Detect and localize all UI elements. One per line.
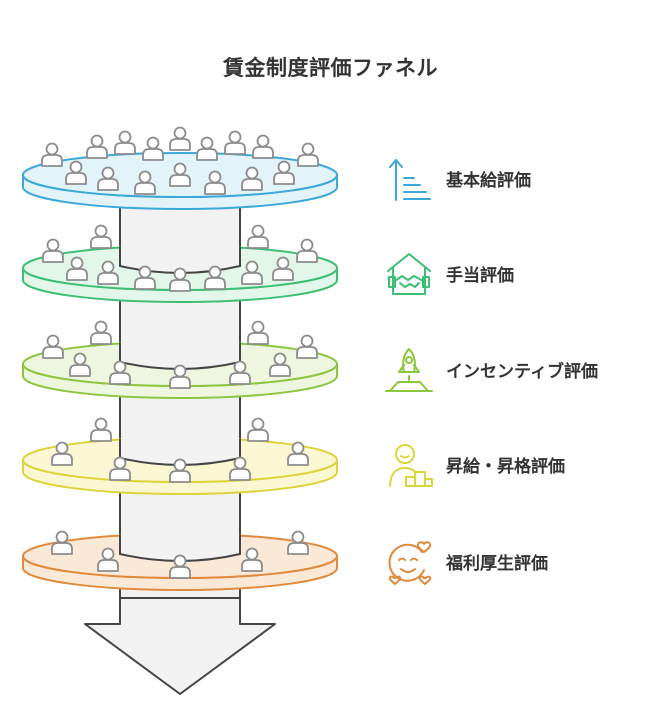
person-icon (247, 417, 269, 442)
person-icon (42, 238, 64, 263)
person-icon (51, 441, 73, 466)
person-icon (51, 530, 73, 555)
person-icon (169, 554, 191, 579)
funnel-disc-2 (22, 224, 338, 303)
diagram-title: 賃金制度評価ファネル (223, 56, 438, 80)
person-icon (273, 160, 295, 185)
growth-arrow-icon (389, 158, 431, 201)
person-icon (109, 360, 131, 385)
person-icon (252, 134, 274, 159)
person-icon (247, 320, 269, 345)
person-icon (296, 238, 318, 263)
person-icon (66, 256, 88, 281)
person-icon (97, 260, 119, 285)
person-icon (169, 364, 191, 389)
person-icon (247, 224, 269, 249)
person-icon (97, 547, 119, 572)
person-icon (196, 136, 218, 161)
person-icon (241, 166, 263, 191)
stage-label-basic-salary: 基本給評価 (446, 171, 531, 191)
person-icon (269, 352, 291, 377)
person-icon (169, 126, 191, 151)
funnel-disc-3 (22, 320, 338, 399)
person-icon (86, 134, 108, 159)
person-icon (109, 456, 131, 481)
person-icon (134, 170, 156, 195)
person-icon (229, 360, 251, 385)
person-icon (97, 166, 119, 191)
stage-label-incentive: インセンティブ評価 (446, 362, 598, 382)
person-icon (65, 160, 87, 185)
person-icon (90, 417, 112, 442)
person-icon (204, 170, 226, 195)
person-icon (90, 320, 112, 345)
person-icon (296, 334, 318, 359)
person-icon (41, 142, 63, 167)
house-handshake-icon (387, 253, 431, 295)
stage-label-welfare: 福利厚生評価 (446, 554, 548, 574)
smiley-hearts-icon (388, 541, 432, 585)
person-icon (287, 530, 309, 555)
down-arrow-icon (84, 597, 276, 695)
person-icon (69, 352, 91, 377)
person-icon (229, 456, 251, 481)
person-icon (114, 130, 136, 155)
person-icon (169, 267, 191, 292)
person-icon (272, 256, 294, 281)
stage-label-promotion: 昇給・昇格評価 (446, 457, 565, 477)
person-icon (134, 265, 156, 290)
person-icon (169, 458, 191, 483)
person-icon (297, 142, 319, 167)
funnel-disc-1 (22, 126, 338, 210)
person-icon (287, 441, 309, 466)
person-icon (204, 265, 226, 290)
person-icon (241, 547, 263, 572)
person-icon (90, 224, 112, 249)
rocket-icon (385, 348, 433, 392)
person-icon (42, 334, 64, 359)
person-icon (142, 136, 164, 161)
person-icon (169, 162, 191, 187)
person-icon (224, 130, 246, 155)
funnel-disc-5 (22, 530, 338, 591)
stage-label-allowance: 手当評価 (446, 266, 514, 286)
person-icon (241, 260, 263, 285)
funnel-disc-4 (22, 417, 338, 495)
person-podium-icon (389, 444, 433, 487)
